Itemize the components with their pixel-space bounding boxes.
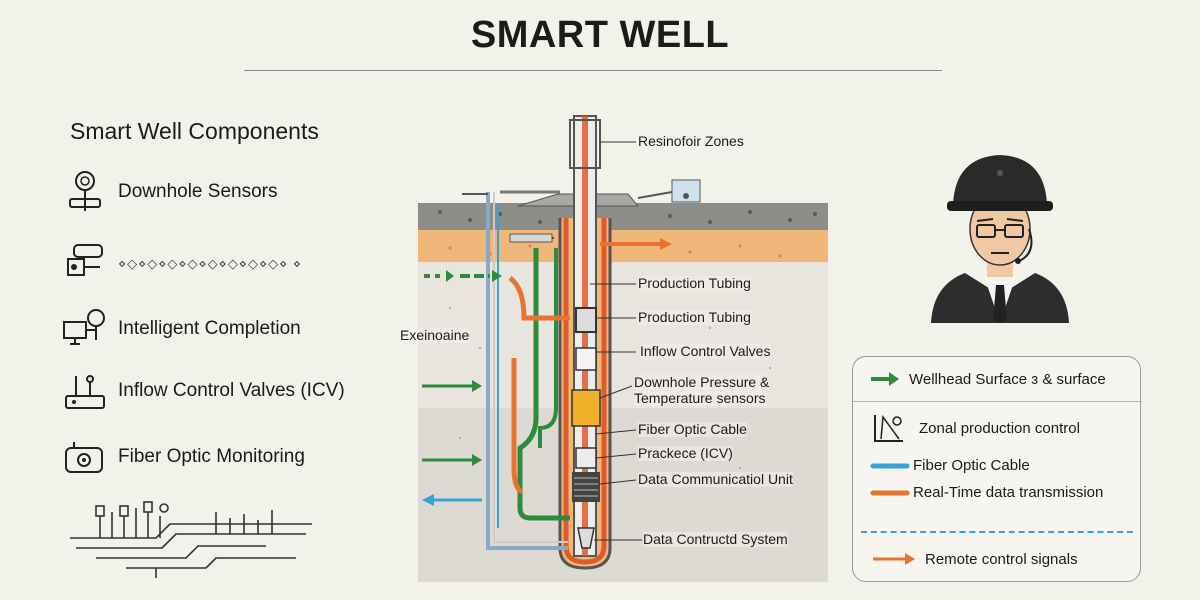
- callout-production-tubing-2: Production Tubing: [638, 309, 751, 325]
- legend-label: Wellhead Surface ɜ & surface: [909, 370, 1106, 388]
- callout-downhole-pressure: Downhole Pressure &: [634, 374, 770, 390]
- blue-line-icon: [870, 463, 910, 468]
- reservoir-layer: [418, 408, 828, 582]
- component-label: Intelligent Completion: [118, 318, 301, 339]
- callout-temperature-sensors: Temperature sensors: [634, 390, 766, 406]
- callout-data-communication-unit: Data Communicatiol Unit: [638, 471, 793, 487]
- legend-item-remote-control: Remote control signals: [853, 549, 1142, 569]
- callout-production-tubing: Production Tubing: [638, 275, 751, 291]
- component-intelligent-completion: Intelligent Completion: [60, 305, 301, 353]
- inflow-control-valve: [575, 347, 597, 371]
- legend-item-zonal-control: Zonal production control: [853, 411, 1142, 445]
- title-divider: [244, 70, 942, 71]
- red-casing-liner: [563, 218, 607, 565]
- component-label: Inflow Control Valves (ICV): [118, 380, 345, 401]
- orange-arrow-icon: [873, 553, 915, 565]
- engineer-avatar: [931, 155, 1069, 323]
- component-label: ⋄◇⋄◇⋄◇⋄◇⋄◇⋄◇⋄◇⋄◇⋄ ⋄: [118, 256, 302, 271]
- green-arrow-icon: [424, 270, 502, 282]
- legend-item-fiber-optic: Fiber Optic Cable: [853, 457, 1142, 474]
- component-label: Downhole Sensors: [118, 181, 278, 202]
- gauge-module-icon: [67, 244, 103, 276]
- callout-reservoir-zones: Resinofoir Zones: [638, 133, 744, 149]
- component-gauge-module: ⋄◇⋄◇⋄◇⋄◇⋄◇⋄◇⋄◇⋄◇⋄ ⋄: [60, 240, 302, 288]
- green-arrow-icon: [871, 372, 899, 386]
- component-label: Fiber Optic Monitoring: [118, 446, 305, 467]
- legend-item-wellhead: Wellhead Surface ɜ & surface: [853, 369, 1142, 389]
- data-communication-unit: [572, 472, 600, 502]
- tubing-valve: [575, 307, 597, 333]
- callout-fiber-optic-cable: Fiber Optic Cable: [638, 421, 747, 437]
- page-title: SMART WELL: [470, 14, 730, 56]
- legend-label: Fiber Optic Cable: [913, 457, 1030, 474]
- fiber-monitor-icon: [65, 442, 103, 473]
- pressure-sensor-block: [571, 389, 601, 427]
- legend-divider: [853, 401, 1142, 402]
- legend-item-real-time-data: Real-Time data transmission: [853, 484, 1142, 501]
- well-diagram: Resinofoir Zones Production Tubing Produ…: [400, 108, 830, 588]
- component-fiber-optic-monitoring: Fiber Optic Monitoring: [60, 433, 305, 481]
- legend-label: Remote control signals: [925, 550, 1078, 568]
- legend-dashed-divider: [861, 531, 1133, 533]
- surface-unit: [671, 179, 701, 203]
- component-inflow-control-valves: Inflow Control Valves (ICV): [60, 367, 345, 415]
- packer: [575, 447, 597, 469]
- component-downhole-sensors: Downhole Sensors: [60, 168, 277, 216]
- legend-panel: Wellhead Surface ɜ & surface Zonal produ…: [852, 356, 1142, 582]
- callout-data-control-system: Data Contructd System: [643, 531, 788, 547]
- legend-label: Zonal production control: [919, 419, 1080, 437]
- well-cross-section: [418, 115, 828, 582]
- green-flow-path: [517, 248, 570, 521]
- callout-packer-icv: Prackece (ICV): [638, 445, 733, 461]
- sensor-icon: [69, 171, 101, 211]
- return-pipe: [486, 192, 568, 550]
- data-control-system: [577, 527, 595, 549]
- legend-label: Real-Time data transmission: [913, 484, 1104, 501]
- circuit-decoration-icon: [70, 501, 312, 578]
- components-heading: Smart Well Components: [70, 118, 319, 144]
- valve-icon: [65, 375, 105, 409]
- zone-icon: [874, 414, 903, 442]
- computer-icon: [63, 309, 105, 345]
- callout-inflow-control-valves: Inflow Control Valves: [640, 343, 771, 359]
- orange-flow-path: [508, 275, 570, 321]
- callout-exploration: Exeinoaine: [400, 327, 470, 343]
- orange-line-icon: [870, 490, 910, 495]
